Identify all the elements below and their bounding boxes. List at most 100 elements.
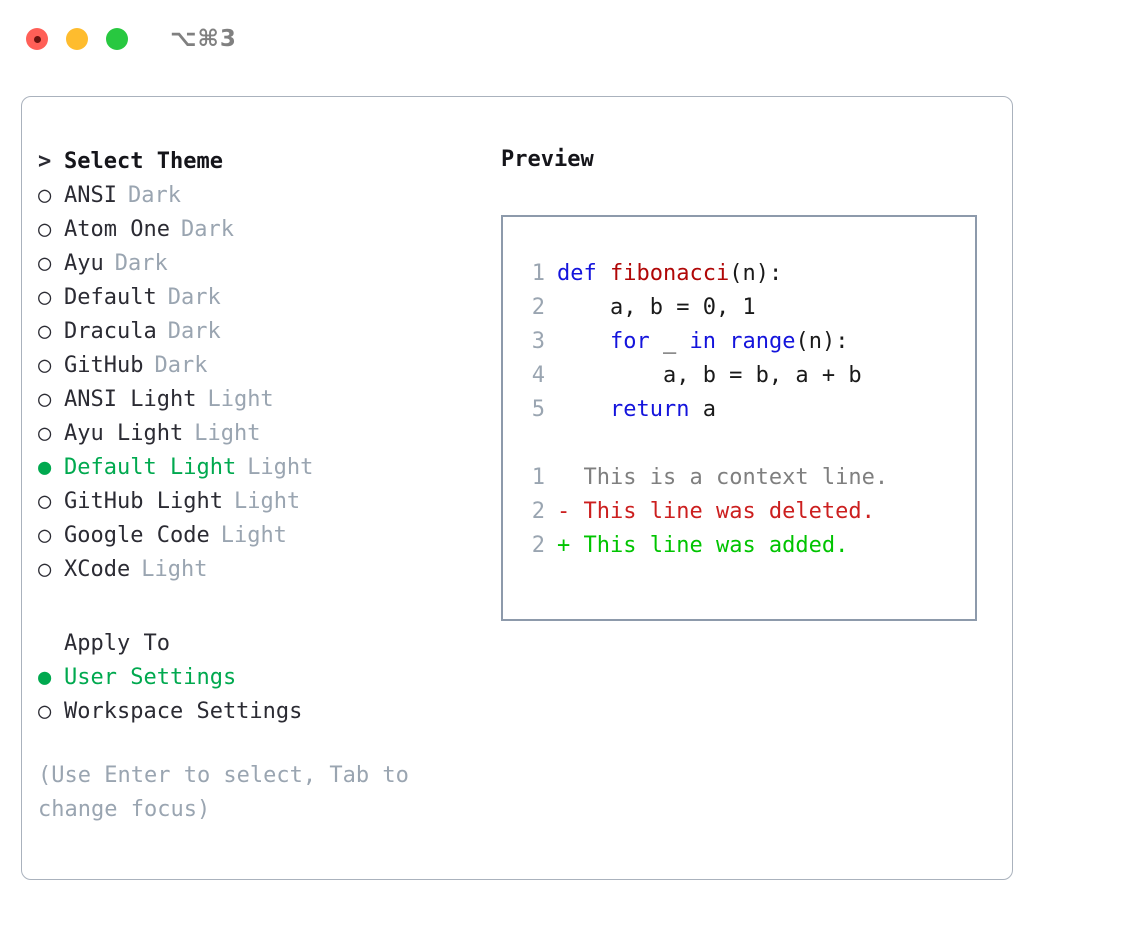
zoom-button-icon[interactable] xyxy=(106,28,128,50)
code-line-text: def fibonacci(n): xyxy=(557,261,782,286)
diff-sign: - xyxy=(557,499,571,524)
radio-unselected-icon: ○ xyxy=(38,699,52,724)
code-line-number: 5 xyxy=(531,397,545,422)
radio-unselected-icon: ○ xyxy=(38,353,52,378)
diff-line-added: 2+ This line was added. xyxy=(515,533,975,567)
theme-category-tag: Dark xyxy=(114,251,168,276)
theme-category-tag: Dark xyxy=(167,319,221,344)
radio-unselected-icon: ○ xyxy=(38,557,52,582)
theme-name-label: Dracula xyxy=(64,319,157,344)
radio-unselected-icon: ○ xyxy=(38,217,52,242)
code-line: 3 for _ in range(n): xyxy=(515,329,975,363)
apply-to-title: Apply To xyxy=(64,631,170,656)
diff-sign: + xyxy=(557,533,571,558)
theme-list-item[interactable]: ○ ANSI Dark xyxy=(38,179,508,213)
keyboard-hint-text: (Use Enter to select, Tab to change focu… xyxy=(38,763,409,822)
keyboard-shortcut-label: ⌥⌘3 xyxy=(170,25,237,52)
theme-list-item[interactable]: ○ ANSI Light Light xyxy=(38,383,508,417)
theme-name-label: GitHub Light xyxy=(64,489,223,514)
code-line-text: a, b = 0, 1 xyxy=(557,295,756,320)
code-line: 2 a, b = 0, 1 xyxy=(515,295,975,329)
code-token-plain xyxy=(557,397,610,422)
diff-line-number: 2 xyxy=(531,499,545,524)
list-spacer xyxy=(38,587,508,627)
diff-text-body: This is a context line. xyxy=(583,465,889,490)
theme-category-tag: Light xyxy=(207,387,274,412)
radio-unselected-icon: ○ xyxy=(38,387,52,412)
theme-category-tag: Light xyxy=(247,455,314,480)
code-diff-gap xyxy=(515,431,975,465)
prompt-caret-icon: > xyxy=(38,149,52,174)
theme-name-label: ANSI Light xyxy=(64,387,197,412)
theme-category-tag: Dark xyxy=(127,183,181,208)
code-line: 4 a, b = b, a + b xyxy=(515,363,975,397)
theme-name-label: Ayu xyxy=(64,251,104,276)
apply-to-option[interactable]: ●User Settings xyxy=(38,661,508,695)
theme-list-item[interactable]: ○ Dracula Dark xyxy=(38,315,508,349)
code-token-plain: (n): xyxy=(795,329,849,354)
diff-text-body: This line was deleted. xyxy=(583,499,875,524)
radio-unselected-icon: ○ xyxy=(38,251,52,276)
code-line: 1 def fibonacci(n): xyxy=(515,261,975,295)
code-token-fn: fibonacci xyxy=(609,261,730,286)
diff-line-deleted: 2- This line was deleted. xyxy=(515,499,975,533)
apply-to-header: ○ Apply To xyxy=(38,627,508,661)
theme-name-label: ANSI xyxy=(64,183,117,208)
diff-line-text: This is a context line. xyxy=(557,465,889,490)
radio-unselected-icon: ○ xyxy=(38,183,52,208)
code-token-kw: for xyxy=(609,329,650,354)
select-theme-title: Select Theme xyxy=(64,149,223,174)
code-token-kw: range xyxy=(729,329,796,354)
minimize-button-icon[interactable] xyxy=(66,28,88,50)
radio-selected-icon: ● xyxy=(38,665,52,690)
diff-sign xyxy=(557,465,570,490)
apply-to-options: ●User Settings ○ Workspace Settings xyxy=(38,661,508,729)
apply-to-option[interactable]: ○ Workspace Settings xyxy=(38,695,508,729)
code-token-plain: _ xyxy=(649,329,690,354)
code-token-plain: a, b = b, a + b xyxy=(557,363,862,388)
code-token-kw: def xyxy=(557,261,610,286)
theme-name-label: Default xyxy=(64,285,157,310)
code-line-text: for _ in range(n): xyxy=(557,329,848,354)
radio-unselected-icon: ○ xyxy=(38,319,52,344)
code-token-kw: return xyxy=(609,397,690,422)
apply-to-label: Workspace Settings xyxy=(64,699,303,724)
theme-name-label: Ayu Light xyxy=(64,421,184,446)
code-line-text: a, b = b, a + b xyxy=(557,363,862,388)
diff-line-number: 1 xyxy=(531,465,545,490)
close-button-icon[interactable] xyxy=(26,28,48,50)
theme-category-tag: Light xyxy=(141,557,208,582)
theme-category-tag: Dark xyxy=(180,217,234,242)
code-token-plain: a xyxy=(689,397,716,422)
code-line-number: 4 xyxy=(531,363,545,388)
radio-unselected-icon: ○ xyxy=(38,489,52,514)
theme-category-tag: Dark xyxy=(167,285,221,310)
code-token-plain xyxy=(557,329,610,354)
radio-unselected-icon: ○ xyxy=(38,523,52,548)
apply-to-marker-spacer: ○ xyxy=(38,627,64,661)
theme-name-label: XCode xyxy=(64,557,131,582)
diff-sample: 1 This is a context line. 2- This line wa… xyxy=(515,465,975,567)
theme-list-item[interactable]: ○ XCode Light xyxy=(38,553,508,587)
theme-category-tag: Dark xyxy=(154,353,208,378)
code-line-number: 1 xyxy=(531,261,545,286)
theme-category-tag: Light xyxy=(194,421,261,446)
theme-list-item[interactable]: ○ Ayu Dark xyxy=(38,247,508,281)
diff-text-body: This line was added. xyxy=(583,533,849,558)
theme-name-label: Default Light xyxy=(64,455,237,480)
code-token-plain xyxy=(716,329,729,354)
code-line: 5 return a xyxy=(515,397,975,431)
